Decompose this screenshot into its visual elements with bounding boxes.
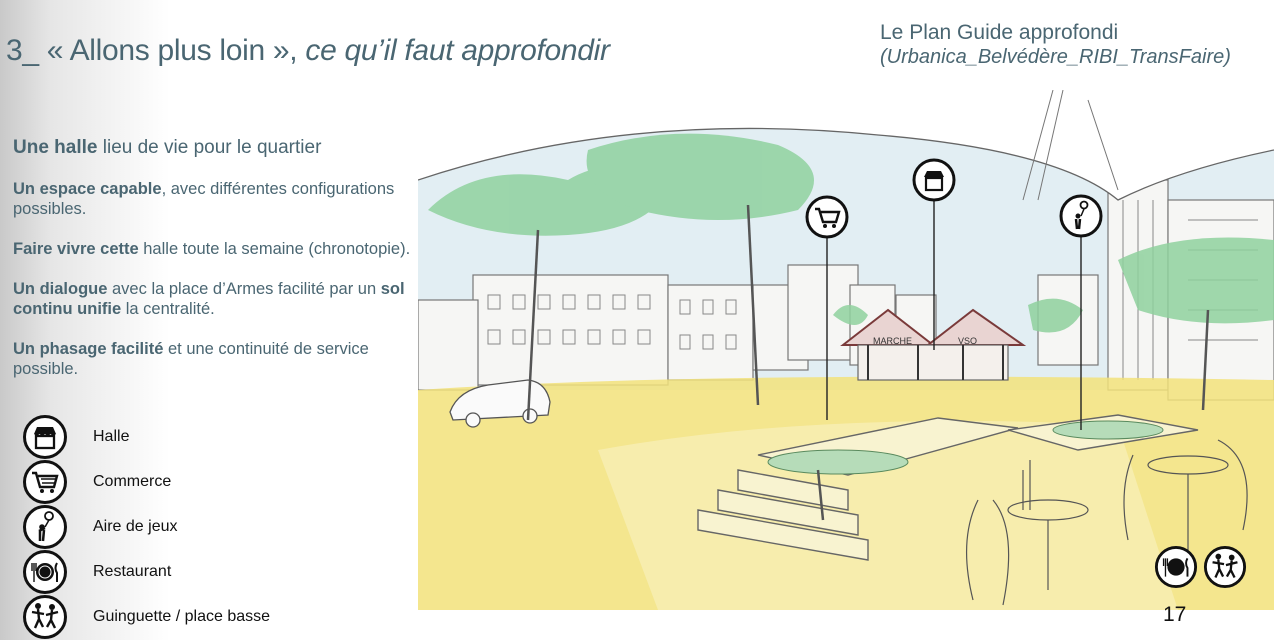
legend-label: Aire de jeux: [93, 517, 178, 535]
title-italic: ce qu’il faut approfondir: [305, 34, 610, 67]
legend-item-guinguette: Guinguette / place basse: [22, 594, 270, 639]
p3-bold: Un dialogue: [13, 280, 108, 298]
planter-grass-right: [1052, 420, 1164, 440]
reference-subtitle: (Urbanica_Belvédère_RIBI_TransFaire): [880, 46, 1231, 68]
playground-icon: [23, 504, 67, 549]
pole-icon-halle: [912, 158, 956, 202]
section-heading: Une halle lieu de vie pour le quartier: [13, 137, 423, 159]
cafe-furniture: [965, 439, 1248, 606]
legend: Halle Commerce Aire de jeux Restaurant: [22, 414, 270, 639]
paragraph-2: Faire vivre cette halle toute la semaine…: [13, 239, 423, 259]
paragraph-4: Un phasage facilité et une continuité de…: [13, 339, 423, 379]
p1-rest: , avec différentes configurations possib…: [13, 180, 395, 218]
paragraph-1: Un espace capable, avec différentes conf…: [13, 179, 423, 219]
p4-bold: Un phasage facilité: [13, 340, 164, 358]
dancing-icon: [1203, 545, 1247, 589]
market-hall: MARCHE VSO: [840, 308, 1027, 381]
reference-title: Le Plan Guide approfondi: [880, 21, 1119, 44]
cart-icon: [23, 459, 67, 504]
tree-canopies: [428, 133, 1274, 333]
legend-label: Halle: [93, 427, 130, 445]
icon-pole-lines: [826, 200, 1082, 430]
legend-item-aire-de-jeux: Aire de jeux: [22, 504, 270, 549]
pole-icon-playground: [1059, 194, 1103, 238]
p2-bold: Faire vivre cette: [13, 240, 139, 258]
legend-label: Restaurant: [93, 562, 172, 580]
paving-light: [598, 420, 1178, 610]
market-hall-sketch: MARCHE VSO: [418, 90, 1274, 610]
legend-item-restaurant: Restaurant: [22, 549, 270, 594]
legend-label: Commerce: [93, 472, 172, 490]
legend-item-halle: Halle: [22, 414, 270, 459]
pole-icon-cart: [805, 195, 849, 239]
text-column: Une halle lieu de vie pour le quartier U…: [13, 137, 423, 399]
title-main: 3_ « Allons plus loin »,: [6, 34, 306, 67]
p3-bold2: sol continu unifie: [13, 280, 405, 318]
legend-label: Guinguette / place basse: [93, 607, 271, 625]
reference-block: Le Plan Guide approfondi (Urbanica_Belvé…: [880, 20, 1231, 70]
restaurant-icon: [1154, 545, 1198, 589]
sketch-lines: [1022, 90, 1119, 201]
tree-trunks: [526, 204, 1210, 521]
p1-bold: Un espace capable: [13, 180, 162, 198]
heading-bold: Une halle: [13, 137, 98, 158]
p2-rest: halle toute la semaine (chronotopie).: [138, 240, 411, 258]
hall-sign-right: VSO: [958, 336, 977, 346]
restaurant-icon: [23, 549, 67, 594]
dancing-icon: [23, 594, 67, 639]
hall-sign-left: MARCHE: [873, 336, 912, 346]
car: [449, 379, 551, 428]
paragraph-3: Un dialogue avec la place d’Armes facili…: [13, 279, 423, 319]
p3-rest: la centralité.: [121, 300, 215, 318]
p4-rest: et une continuité de service possible.: [13, 340, 369, 378]
p3-mid: avec la place d’Armes facilité par un: [107, 280, 381, 298]
legend-item-commerce: Commerce: [22, 459, 270, 504]
dome-outline: [418, 127, 1274, 201]
halle-icon: [23, 414, 67, 459]
page-number: 17: [1163, 603, 1187, 626]
planter-grass: [767, 449, 909, 475]
heading-rest: lieu de vie pour le quartier: [97, 137, 322, 158]
page-title: 3_ « Allons plus loin », ce qu’il faut a…: [6, 34, 610, 68]
